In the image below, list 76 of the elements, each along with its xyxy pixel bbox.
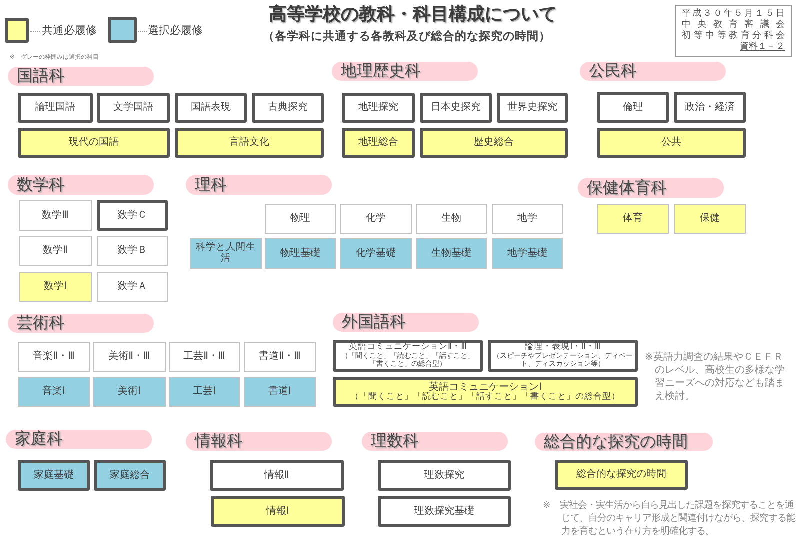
subject-box: 生物 — [416, 204, 487, 234]
category-band: 情報科 — [186, 432, 332, 451]
subject-box: 数学Ⅱ — [19, 236, 92, 266]
subject-box: 数学Ａ — [97, 272, 168, 302]
category-band: 外国語科 — [333, 313, 479, 332]
subject-box: 言語文化 — [175, 128, 324, 158]
subject-box: 音楽Ⅰ — [18, 377, 90, 407]
subject-box: 総合的な探究の時間 — [555, 460, 688, 490]
title: 高等学校の教科・科目構成について — [269, 4, 557, 26]
subject-box: 世界史探究 — [497, 93, 568, 123]
stamp-box — [675, 5, 792, 57]
subject-box: 国語表現 — [175, 93, 247, 123]
subject-box: 音楽Ⅱ・Ⅲ — [18, 342, 90, 372]
stamp-text: 初等中等教育分科会 — [682, 31, 785, 42]
category-band: 国語科 — [8, 67, 154, 86]
subject-box: 倫理 — [597, 92, 669, 123]
subject-name: 論理・表現Ⅰ・Ⅱ・Ⅲ — [525, 343, 601, 352]
subject-box: 公共 — [597, 128, 746, 158]
subject-box: 政治・経済 — [674, 92, 746, 123]
category-band: 保健体育科 — [578, 178, 724, 198]
subject-box: 歴史総合 — [420, 128, 568, 158]
subject-name: 英語コミュニケーションⅠ — [429, 382, 542, 393]
subject-box: 理数探究 — [378, 460, 511, 491]
subject-box: 地理探究 — [342, 93, 415, 123]
subject-box: 書道Ⅱ・Ⅲ — [244, 342, 316, 372]
category-band: 数学科 — [8, 175, 154, 195]
subject-box: 美術Ⅱ・Ⅲ — [93, 342, 166, 372]
subject-box: 数学Ⅲ — [19, 200, 92, 231]
category-band: 家庭科 — [6, 430, 152, 449]
subject-box — [488, 340, 638, 372]
subject-box: 論理国語 — [18, 93, 93, 123]
subject-box: 情報Ⅱ — [210, 460, 344, 491]
subject-box: 保健 — [674, 204, 746, 234]
subject-box: 科学と人間生活 — [190, 238, 262, 269]
subject-box: 体育 — [597, 204, 669, 234]
subject-box: 地学 — [492, 204, 563, 234]
category-band: 地理歴史科 — [332, 62, 478, 81]
stamp-text: 資料１－２ — [740, 42, 785, 52]
subject-note: （「聞くこと」「読むこと」「話すこと」「書くこと」の総合型） — [350, 392, 620, 402]
subject-box: 生物基礎 — [416, 238, 487, 269]
subject-box: 数学Ⅰ — [19, 272, 92, 302]
category-band: 理数科 — [362, 432, 508, 451]
subject-box: 家庭総合 — [94, 460, 166, 491]
subject-box: 数学Ｃ — [97, 200, 168, 231]
subject-box: 物理基礎 — [265, 238, 336, 269]
subject-box: 書道Ⅰ — [244, 377, 316, 407]
subject-box — [333, 377, 638, 407]
subject-box: 美術Ⅰ — [93, 377, 166, 407]
subject-box: 家庭基礎 — [18, 460, 90, 491]
category-band: 総合的な探究の時間 — [535, 433, 713, 451]
subtitle: （各学科に共通する各教科及び総合的な探究の時間） — [263, 29, 551, 43]
legend-text: 共通必履修 — [42, 24, 97, 38]
note: ※英語力調査の結果やＣＥＦＲのレベル、高校生の多様な学習ニーズへの対応なども踏まえ検討。 — [645, 351, 786, 403]
subject-box: 物理 — [265, 204, 336, 234]
stamp-text: 中央教育審議会 — [682, 20, 785, 30]
subject-box: 理数探究基礎 — [378, 496, 511, 527]
subject-box: 情報Ⅰ — [211, 496, 345, 527]
category-band: 芸術科 — [8, 314, 154, 333]
subject-box: 日本史探究 — [420, 93, 492, 123]
subject-box: 数学Ｂ — [97, 236, 168, 266]
subject-box: 地学基礎 — [492, 238, 563, 269]
category-band: 公民科 — [580, 62, 726, 81]
subject-box — [333, 340, 483, 372]
note: ※ 実社会・実生活から自ら見出した課題を探究することを通じて、自分のキャリア形成と関連付けながら、探究する能力を育むという在り方を明確化する。 — [543, 499, 796, 538]
category-band: 理科 — [186, 175, 332, 195]
subject-box: 地理総合 — [342, 128, 415, 158]
subject-box: 現代の国語 — [18, 128, 170, 158]
subject-box: 化学 — [340, 204, 412, 234]
subject-box: 古典探究 — [252, 93, 324, 123]
subject-name: 英語コミュニケーションⅡ・Ⅲ — [348, 343, 468, 352]
subject-box: 工芸Ⅰ — [169, 377, 240, 407]
subject-box: 工芸Ⅱ・Ⅲ — [169, 342, 240, 372]
subject-box: 化学基礎 — [340, 238, 412, 269]
subject-box: 文学国語 — [97, 93, 170, 123]
legend-text: 選択必履修 — [148, 24, 203, 38]
stamp-text: 平成３０年５月１５日 — [682, 9, 785, 19]
